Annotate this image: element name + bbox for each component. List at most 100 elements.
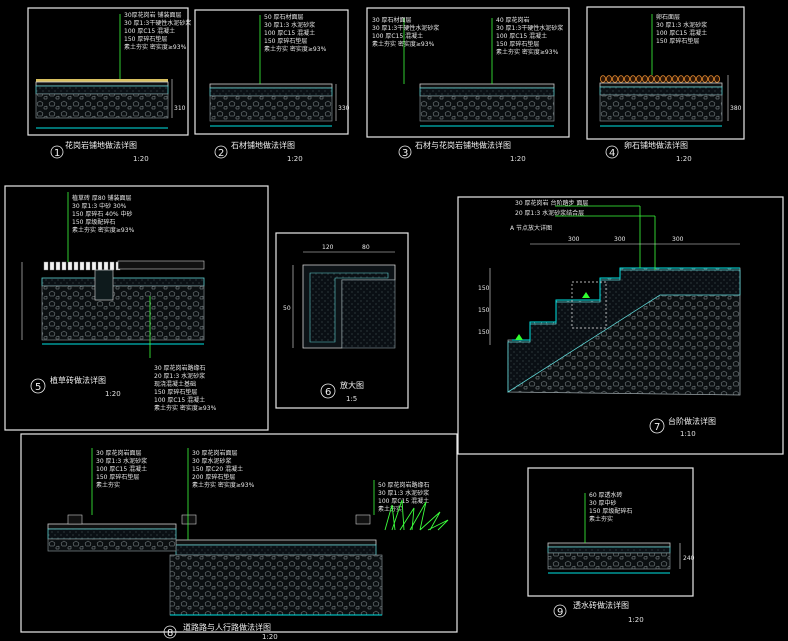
dim-label: 380 — [730, 105, 742, 112]
notes-5b: 30 厚花岗岩路缘石 20 厚1:3 水泥砂浆 现浇混凝土基础 150 厚碎石垫… — [154, 364, 217, 412]
layer-gravel — [547, 552, 671, 570]
layer-concrete — [35, 85, 169, 95]
detail-scale: 1:20 — [628, 616, 644, 624]
detail-number-circle — [649, 418, 665, 434]
road-surface — [175, 539, 377, 546]
grass-brick — [97, 261, 103, 271]
detail-title: 花岗岩铺地做法详图 — [65, 140, 137, 150]
note: 30 厚中砂 — [589, 499, 617, 507]
dim-label: 300 — [614, 236, 626, 243]
pebble — [654, 75, 661, 83]
detail-scale: 1:20 — [262, 633, 278, 641]
detail-5: 植草砖 厚80 铺装面层 30 厚1:3 中砂 30% 150 厚碎石 40% … — [4, 185, 269, 431]
grass-brick — [43, 261, 49, 271]
concrete-base — [341, 279, 396, 349]
note: 30 厚花岗岩面层 — [96, 449, 142, 457]
note: 30 厚1:3干硬性水泥砂浆 — [496, 24, 563, 32]
detail-title: 透水砖做法详图 — [573, 600, 629, 610]
grass-brick — [67, 261, 73, 271]
layer-gravel — [419, 95, 555, 122]
detail-scale: 1:5 — [346, 395, 357, 403]
frame-4 — [586, 6, 745, 140]
note: 30 厚花岗岩面层 — [192, 449, 238, 457]
dim-label: 150 — [478, 329, 490, 336]
detail-number-circle — [398, 145, 412, 159]
grass-brick — [73, 261, 79, 271]
detail-number-circle — [50, 145, 64, 159]
curb — [94, 269, 114, 301]
note: 30 厚花岗岩路缘石 — [154, 364, 206, 372]
note: 150 厚C20 混凝土 — [192, 465, 243, 473]
note: 30 厚1:3干硬性水泥砂浆 — [124, 19, 191, 27]
pebble — [636, 75, 643, 83]
layer-sand — [41, 277, 205, 287]
note: 素土夯实 — [378, 505, 402, 513]
dim-label: 330 — [338, 105, 350, 112]
note: 100 厚C15 混凝土 — [656, 29, 707, 37]
grass-brick — [91, 261, 97, 271]
pebble — [660, 75, 667, 83]
detail-7: A 节点放大详图 30 厚花岗岩 台阶踏步 面层 20 厚1:3 水泥砂浆结合层… — [457, 196, 784, 455]
note: 150 厚碎石垫层 — [154, 388, 197, 396]
note: 素土夯实 密实度≥93% — [496, 48, 559, 56]
detail-number: 5 — [35, 382, 41, 393]
detail-number: 6 — [325, 387, 331, 398]
detail-title: 植草砖做法详图 — [50, 375, 106, 385]
curb-right — [355, 514, 371, 525]
note: 50 厚石材面层 — [264, 13, 304, 21]
layer-sand — [547, 546, 671, 554]
pebble — [612, 75, 619, 83]
grass-brick — [55, 261, 61, 271]
notes-4: 卵石面层 30 厚1:3 水泥砂浆 100 厚C15 混凝土 150 厚碎石垫层 — [656, 13, 707, 45]
note: 150 厚碎石垫层 — [96, 473, 139, 481]
note: 50 厚花岗岩路缘石 — [378, 481, 430, 489]
note: 20 厚1:3 水泥砂浆 — [154, 372, 205, 380]
pebble — [714, 75, 721, 83]
notes-2: 50 厚石材面层 30 厚1:3 水泥砂浆 100 厚C15 混凝土 150 厚… — [264, 13, 327, 53]
note: 100 厚C15 混凝土 — [264, 29, 315, 37]
detail-scale: 1:20 — [133, 155, 149, 163]
detail-a-box — [571, 281, 607, 329]
detail-scale: 1:10 — [680, 430, 696, 438]
section-marker: A 节点放大详图 — [510, 224, 552, 232]
note: 卵石面层 — [656, 13, 680, 21]
detail-title: 放大图 — [340, 380, 364, 390]
note: 30 厚1:3 水泥砂浆 — [378, 489, 429, 497]
note: 100 厚C15 混凝土 — [372, 32, 423, 40]
note: 100 厚C15 混凝土 — [154, 396, 205, 404]
note: 100 厚C15 混凝土 — [124, 27, 175, 35]
note: 素土夯实 密实度≥93% — [192, 481, 255, 489]
frame-6 — [275, 232, 409, 409]
frame-8 — [20, 433, 458, 633]
pebble — [630, 75, 637, 83]
note: 素土夯实 密实度≥93% — [372, 40, 435, 48]
layer-mortar — [35, 81, 169, 87]
detail-number-circle — [30, 378, 46, 394]
note: 150 厚级配碎石 — [72, 218, 115, 226]
layer-gravel — [209, 95, 333, 122]
note: 素土夯实 密实度≥93% — [264, 45, 327, 53]
detail-number-circle — [163, 625, 177, 639]
notes-9: 60 厚透水砖 30 厚中砂 150 厚级配碎石 素土夯实 — [589, 491, 632, 523]
road-concrete — [175, 544, 377, 556]
tread-line — [512, 267, 740, 341]
grass-brick — [61, 261, 67, 271]
layer-mortar — [599, 82, 723, 88]
dim-label: 120 — [322, 244, 334, 251]
note: 150 厚碎石垫层 — [496, 40, 539, 48]
detail-3: 30 厚石材面层 30 厚1:3干硬性水泥砂浆 100 厚C15 混凝土 素土夯… — [366, 7, 570, 163]
detail-title: 道路路与人行路做法详图 — [183, 622, 271, 632]
pebble — [708, 75, 715, 83]
detail-number-circle — [553, 604, 567, 618]
curb-mid — [181, 514, 197, 525]
note: 30 厚1:3干硬性水泥砂浆 — [372, 24, 439, 32]
road-gravel — [169, 554, 383, 616]
layer-granite — [117, 260, 205, 270]
notes-8b: 30 厚花岗岩面层 30 厚水泥砂浆 150 厚C20 混凝土 200 厚碎石垫… — [192, 449, 255, 489]
layer-concrete — [419, 87, 555, 97]
layer-gravel — [599, 94, 723, 122]
dim-label: 150 — [478, 307, 490, 314]
detail-number: 2 — [218, 148, 224, 159]
walk-gravel — [47, 538, 177, 552]
detail-number: 1 — [54, 148, 60, 159]
